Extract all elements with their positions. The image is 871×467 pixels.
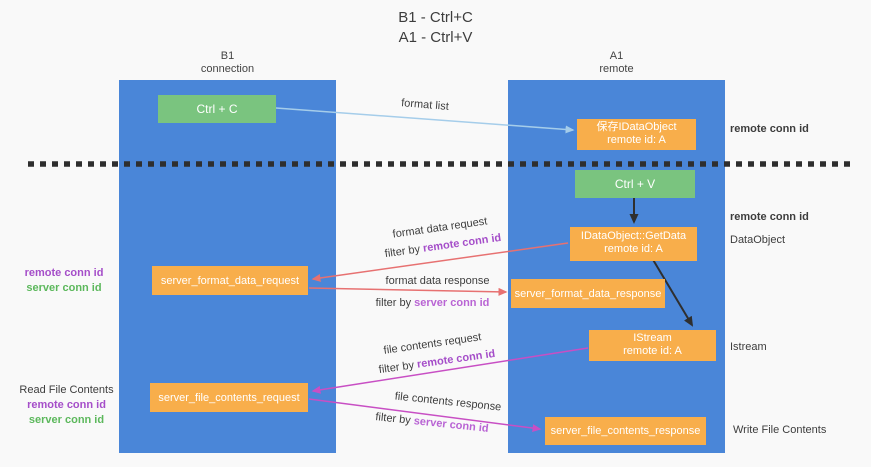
write-file-contents-label: Write File Contents: [733, 424, 827, 436]
server-format-data-response-label: server_format_data_response: [514, 287, 662, 300]
dataobject-label: DataObject: [730, 234, 786, 246]
remote-conn-id-label-top-right: remote conn id: [730, 123, 809, 135]
ctrl-v-node: Ctrl + V: [575, 170, 695, 198]
format-data-response-filter-label: filter by server conn id: [365, 297, 500, 309]
left-conn-id-labels-format: remote conn id server conn id: [18, 266, 110, 296]
ctrl-c-node: Ctrl + C: [158, 95, 276, 123]
server-file-contents-response-node: server_file_contents_response: [545, 417, 706, 445]
istream-side-label: Istream: [730, 341, 767, 353]
format-list-arrow: [275, 107, 575, 134]
right-column-name: A1: [609, 50, 624, 62]
remote-conn-id-label-left2: remote conn id: [27, 399, 106, 411]
server-conn-id-inline: server conn id: [414, 297, 490, 309]
istream-line2: remote id: A: [623, 345, 682, 357]
left-column-subtitle: connection: [200, 63, 255, 75]
ctrl-c-label: Ctrl + C: [196, 102, 238, 116]
server-file-contents-request-label: server_file_contents_request: [158, 391, 300, 404]
server-format-data-request-label: server_format_data_request: [160, 274, 300, 287]
save-dataobject-node: 保存IDataObject remote id: A: [577, 119, 696, 150]
istream-node: IStream remote id: A: [589, 330, 716, 361]
istream-line1: IStream: [633, 332, 672, 344]
remote-conn-id-label-left: remote conn id: [24, 267, 104, 279]
ctrl-v-label: Ctrl + V: [614, 177, 656, 191]
server-file-contents-response-label: server_file_contents_response: [550, 425, 701, 437]
left-column-header: B1 connection: [119, 50, 336, 76]
getdata-to-istream-arrow: [651, 257, 694, 327]
server-format-data-response-node: server_format_data_response: [511, 279, 665, 308]
title-line-b1: B1 - Ctrl+C: [398, 9, 473, 26]
format-data-request-arrow: [311, 242, 569, 282]
getdata-line1: IDataObject::GetData: [580, 230, 687, 242]
format-data-response-label: format data response: [385, 275, 490, 287]
diagram-title: B1 - Ctrl+C A1 - Ctrl+V: [0, 8, 871, 48]
remote-conn-id-label-right: remote conn id: [730, 211, 809, 223]
server-conn-id-label-left: server conn id: [26, 282, 102, 294]
left-labels-file-contents: Read File Contents remote conn id server…: [14, 383, 119, 428]
server-format-data-request-node: server_format_data_request: [152, 266, 308, 295]
file-contents-request-arrow: [311, 347, 589, 394]
save-dataobject-line2: remote id: A: [607, 134, 666, 146]
file-contents-response-arrow: [308, 398, 542, 433]
title-line-a1: A1 - Ctrl+V: [398, 29, 473, 46]
server-conn-id-label-left2: server conn id: [28, 414, 105, 426]
left-column-name: B1: [220, 50, 235, 62]
read-file-contents-label: Read File Contents: [19, 384, 114, 396]
right-column-subtitle: remote: [599, 63, 634, 75]
idataobject-getdata-node: IDataObject::GetData remote id: A: [570, 227, 697, 261]
format-data-response-arrow: [308, 287, 508, 296]
getdata-line2: remote id: A: [604, 243, 663, 255]
right-column-header: A1 remote: [508, 50, 725, 76]
server-file-contents-request-node: server_file_contents_request: [150, 383, 308, 412]
save-dataobject-line1: 保存IDataObject: [596, 121, 677, 133]
filter-by-text: filter by: [375, 297, 412, 309]
